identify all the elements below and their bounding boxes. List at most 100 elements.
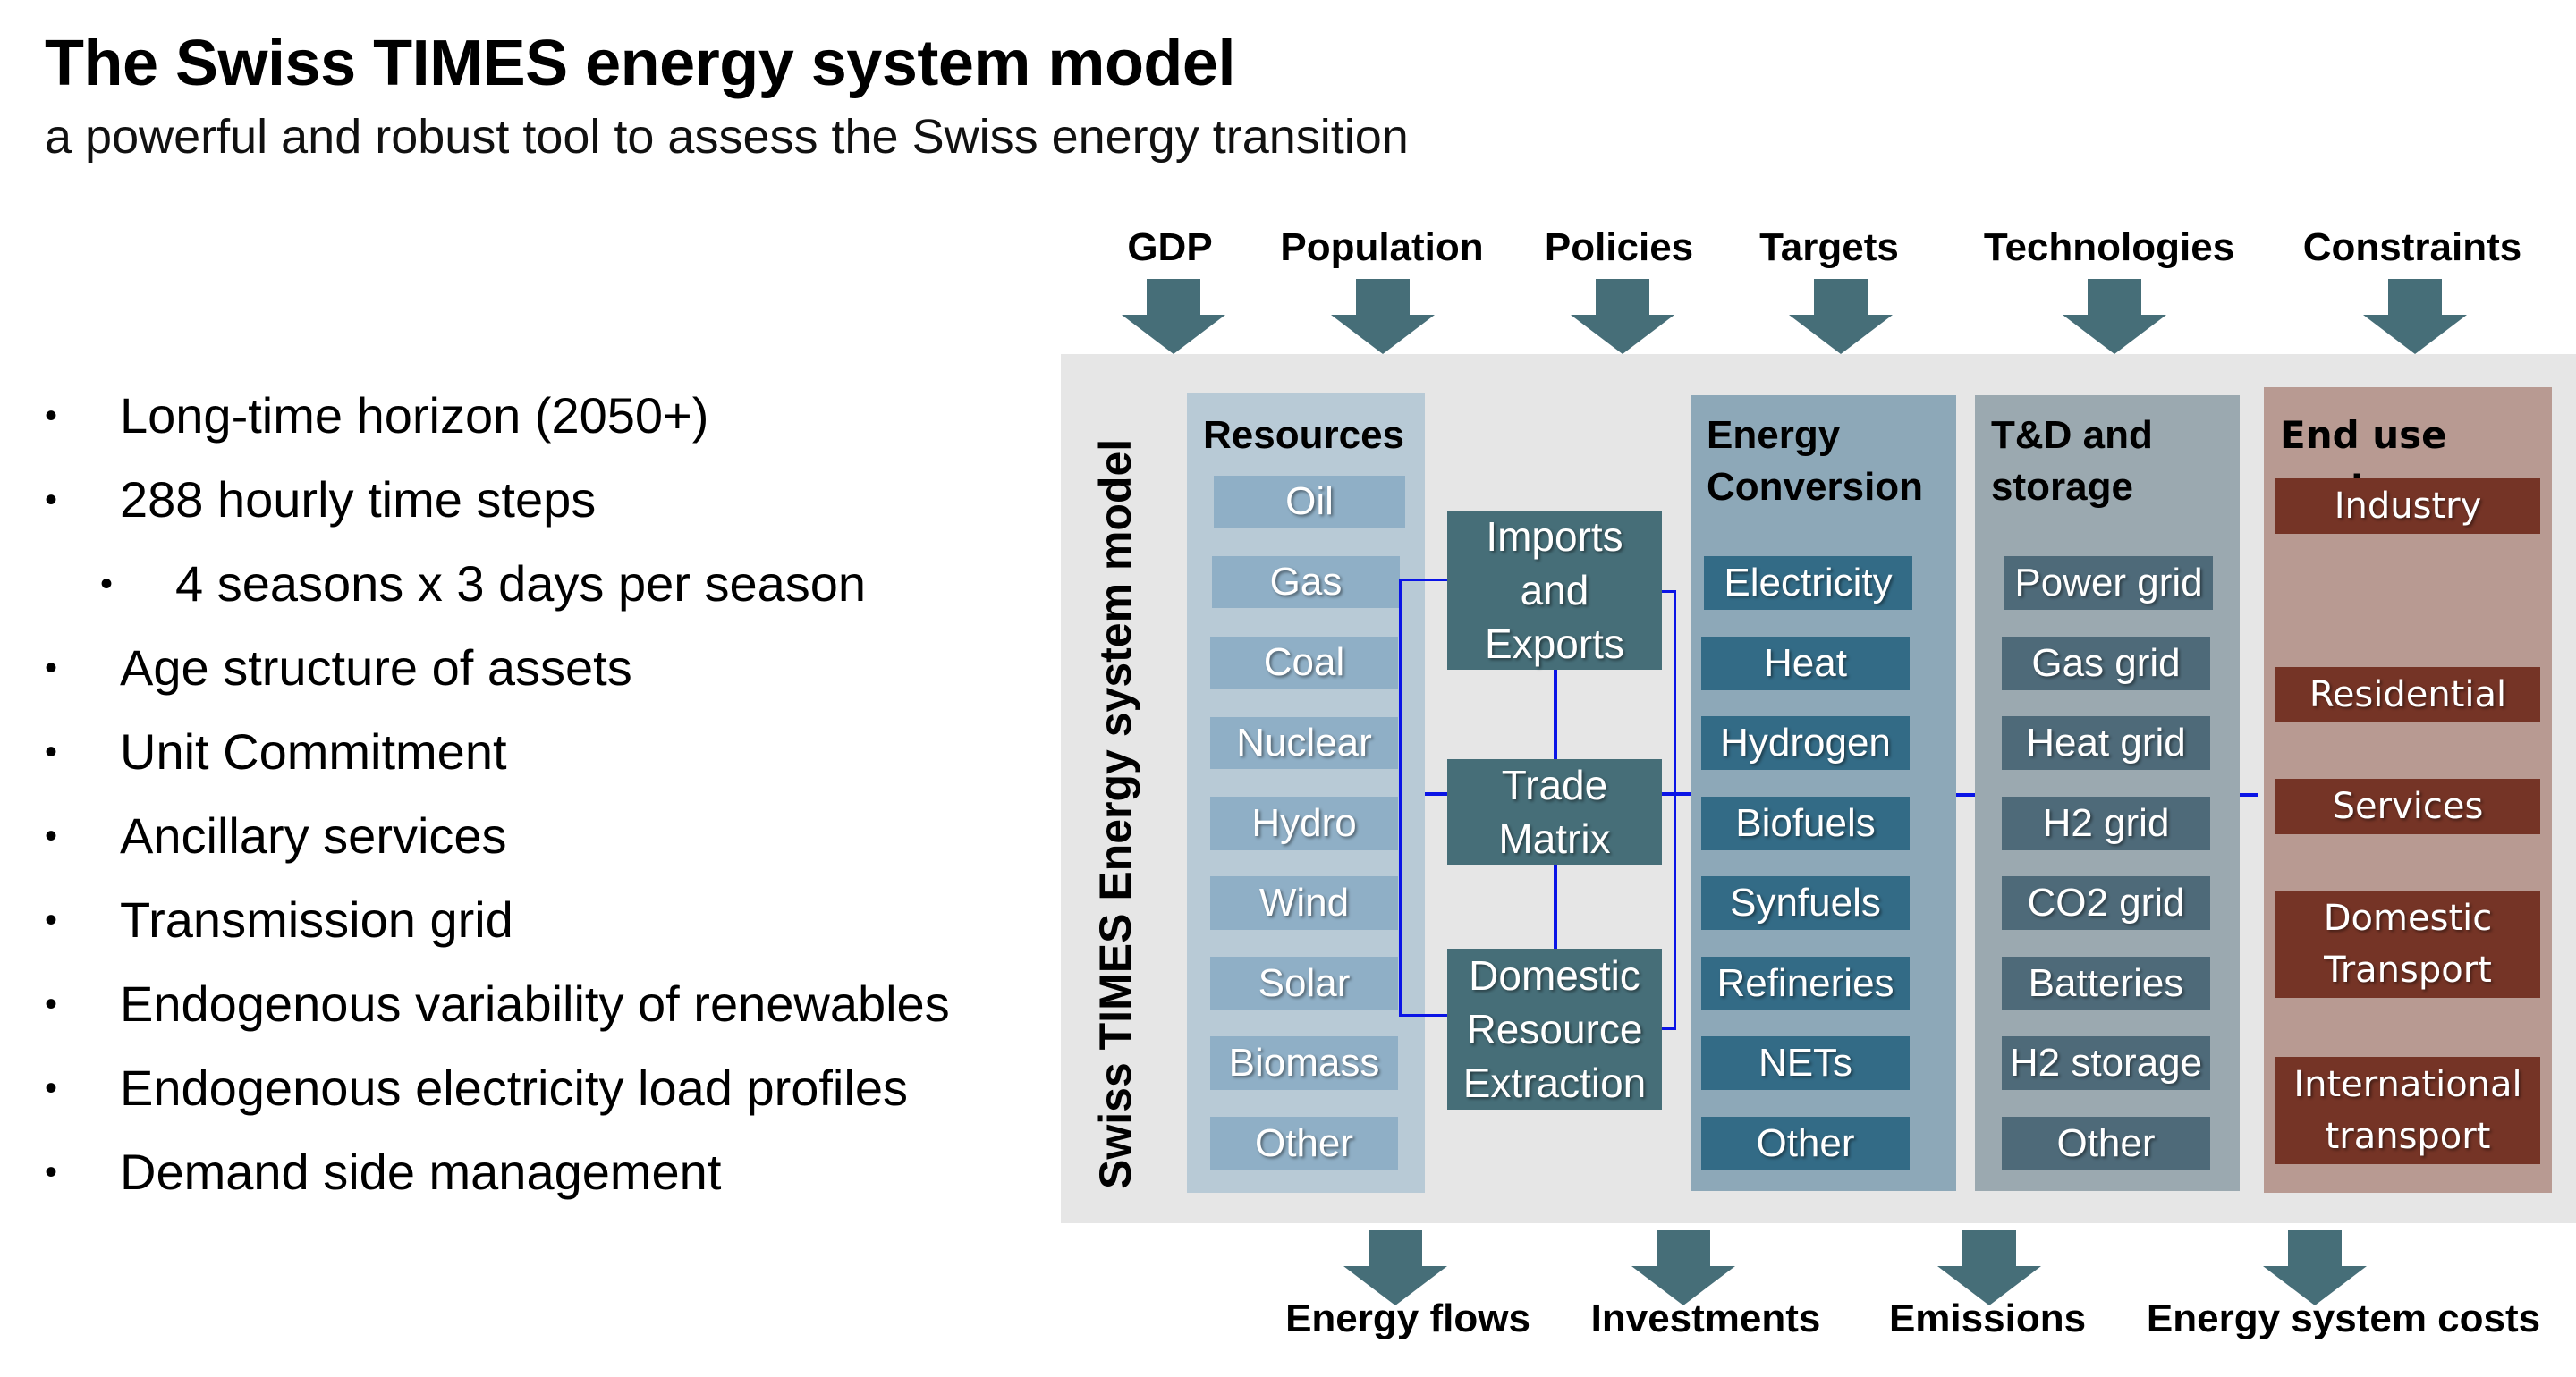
resource-item-nuclear: Nuclear	[1210, 717, 1398, 769]
list-item-text: 288 hourly time steps	[120, 471, 597, 528]
conversion-item-refineries: Refineries	[1701, 957, 1910, 1010]
connector-line	[1661, 590, 1675, 593]
input-label-technologies: Technologies	[1983, 225, 2235, 269]
page-subtitle: a powerful and robust tool to assess the…	[45, 110, 1409, 164]
connector-line	[1399, 579, 1447, 581]
bullet-icon: •	[45, 984, 58, 1024]
heading-line: End use	[2280, 413, 2447, 457]
conversion-item-synfuels: Synfuels	[1701, 876, 1910, 930]
connector-line	[1956, 793, 1975, 797]
trade-matrix-box: Trade Matrix	[1447, 759, 1662, 865]
td-storage-heading: T&D and storage	[1991, 410, 2153, 513]
bullet-icon: •	[45, 648, 58, 688]
list-item-text: Ancillary services	[120, 807, 507, 864]
list-item: • Demand side management	[45, 1136, 950, 1221]
list-item-text: Transmission grid	[120, 891, 513, 948]
connector-line	[2240, 793, 2258, 797]
down-arrow-icon	[2363, 279, 2467, 354]
resource-item-other: Other	[1210, 1117, 1398, 1170]
down-arrow-icon	[1122, 279, 1225, 354]
input-label-constraints: Constraints	[2302, 225, 2522, 269]
imports-exports-box: Imports and Exports	[1447, 511, 1662, 670]
list-item: • 288 hourly time steps	[45, 464, 950, 548]
connector-line	[1399, 579, 1402, 1017]
box-text: Resource	[1466, 1006, 1643, 1052]
list-item: • Unit Commitment	[45, 716, 950, 800]
heading-line: Energy	[1707, 413, 1841, 457]
box-text: Trade	[1501, 762, 1608, 808]
list-item-text: Age structure of assets	[120, 639, 632, 696]
item-text: International	[2293, 1064, 2522, 1105]
list-item-text: Endogenous electricity load profiles	[120, 1060, 908, 1116]
connector-line	[1399, 1014, 1447, 1017]
connector-line	[1554, 865, 1557, 949]
list-item-text: Long-time horizon (2050+)	[120, 387, 709, 444]
output-label-energy-flows: Energy flows	[1285, 1297, 1530, 1340]
list-item: •Transmission grid	[45, 884, 950, 968]
page-title: The Swiss TIMES energy system model	[45, 28, 1235, 99]
list-item: •Endogenous electricity load profiles	[45, 1052, 950, 1136]
bullet-icon: •	[100, 564, 114, 604]
down-arrow-icon	[1789, 279, 1893, 354]
conversion-item-nets: NETs	[1701, 1036, 1910, 1090]
conversion-item-other: Other	[1701, 1117, 1910, 1170]
input-label-targets: Targets	[1759, 225, 1899, 269]
down-arrow-icon	[1343, 1230, 1447, 1305]
list-item: •Endogenous variability of renewables	[45, 968, 950, 1052]
heading-line: T&D and	[1991, 413, 2153, 457]
resource-item-biomass: Biomass	[1210, 1036, 1398, 1090]
resource-item-oil: Oil	[1214, 476, 1405, 528]
connector-line	[1425, 792, 1448, 796]
resource-item-gas: Gas	[1212, 556, 1400, 608]
item-text: Domestic	[2323, 898, 2493, 939]
down-arrow-icon	[1331, 279, 1435, 354]
bullet-icon: •	[45, 396, 58, 435]
feature-list: •Long-time horizon (2050+) •288 hourly t…	[45, 380, 950, 1221]
td-item-power-grid: Power grid	[2004, 556, 2213, 610]
heading-line: storage	[1991, 465, 2133, 509]
box-text: Exports	[1485, 621, 1624, 667]
resource-item-hydro: Hydro	[1210, 797, 1398, 850]
list-item: •Ancillary services	[45, 800, 950, 884]
item-text: transport	[2325, 1116, 2491, 1157]
conversion-item-biofuels: Biofuels	[1701, 797, 1910, 850]
list-item-text: 4 seasons x 3 days per season	[175, 555, 867, 612]
heading-line: Conversion	[1707, 465, 1924, 509]
list-item-text: Demand side management	[120, 1144, 722, 1200]
end-use-item-domestic-transport: Domestic Transport	[2275, 891, 2540, 998]
box-text: Domestic	[1469, 952, 1640, 999]
box-text: Matrix	[1498, 815, 1611, 862]
td-item-other: Other	[2002, 1117, 2210, 1170]
td-item-gas-grid: Gas grid	[2002, 637, 2210, 690]
connector-line	[1674, 590, 1676, 1030]
resource-item-solar: Solar	[1210, 957, 1398, 1010]
conversion-item-electricity: Electricity	[1704, 556, 1912, 610]
end-use-item-industry: Industry	[2275, 478, 2540, 534]
energy-conversion-heading: Energy Conversion	[1707, 410, 1923, 513]
input-label-gdp: GDP	[1127, 225, 1213, 269]
model-vertical-label: Swiss TIMES Energy system model	[1090, 438, 1140, 1189]
end-use-item-residential: Residential	[2275, 667, 2540, 722]
box-text: Imports	[1486, 513, 1623, 560]
list-item: • Age structure of assets	[45, 632, 950, 716]
td-item-batteries: Batteries	[2002, 957, 2210, 1010]
output-label-energy-system-costs: Energy system costs	[2146, 1297, 2541, 1340]
domestic-extraction-box: Domestic Resource Extraction	[1447, 949, 1662, 1110]
list-item-text: Unit Commitment	[120, 723, 507, 780]
down-arrow-icon	[1937, 1230, 2041, 1305]
td-item-h2-grid: H2 grid	[2002, 797, 2210, 850]
conversion-item-hydrogen: Hydrogen	[1701, 716, 1910, 770]
resources-heading: Resources	[1203, 413, 1405, 457]
list-subitem: • 4 seasons x 3 days per season	[45, 548, 950, 632]
down-arrow-icon	[2063, 279, 2166, 354]
connector-line	[1661, 792, 1690, 796]
bullet-icon: •	[45, 1153, 58, 1192]
bullet-icon: •	[45, 732, 58, 772]
down-arrow-icon	[1631, 1230, 1735, 1305]
connector-line	[1661, 1027, 1675, 1030]
conversion-item-heat: Heat	[1701, 637, 1910, 690]
bullet-icon: •	[45, 480, 58, 520]
box-text: Extraction	[1462, 1060, 1647, 1106]
input-label-policies: Policies	[1544, 225, 1694, 269]
td-item-heat-grid: Heat grid	[2002, 716, 2210, 770]
